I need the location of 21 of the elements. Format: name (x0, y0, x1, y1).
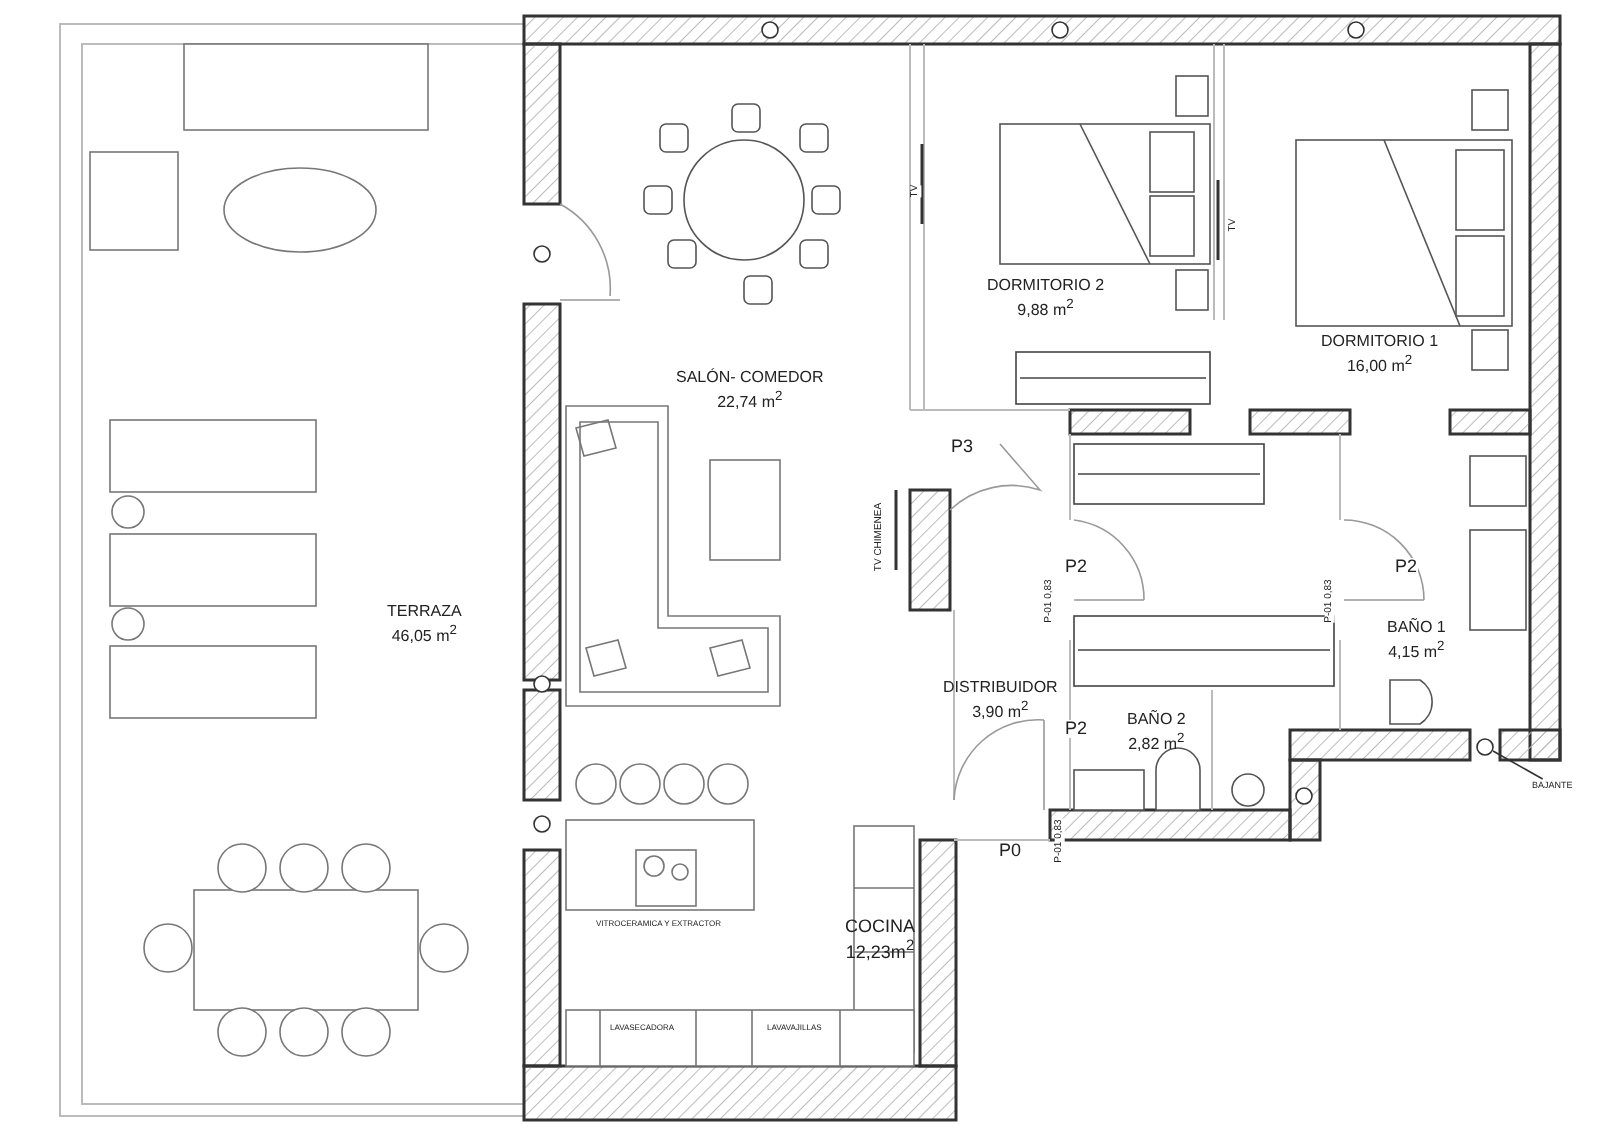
room-area: 9,88 m$^{2}$ (987, 295, 1105, 320)
room-name: COCINA (845, 915, 916, 937)
room-name: DORMITORIO 1 (1321, 332, 1439, 352)
door-label: P2 (1395, 557, 1418, 575)
room-area: 4,15 m$^{2}$ (1387, 637, 1446, 662)
door-label: P2 (1065, 557, 1088, 575)
room-area: 46,05 m$^{2}$ (387, 621, 462, 646)
room-name: DISTRIBUIDOR (943, 678, 1058, 698)
room-area: 12,23m$^{2}$ (845, 936, 916, 965)
room-area: 2,82 m$^{2}$ (1127, 729, 1186, 754)
room-area: 16,00 m$^{2}$ (1321, 351, 1439, 376)
room-name: BAÑO 2 (1127, 710, 1186, 730)
room-name: SALÓN- COMEDOR (676, 368, 824, 388)
room-name: TERRAZA (387, 602, 462, 622)
room-area: 22,74 m$^{2}$ (676, 387, 824, 412)
room-name: BAÑO 1 (1387, 618, 1446, 638)
room-name: DORMITORIO 2 (987, 276, 1105, 296)
room-area: 3,90 m$^{2}$ (943, 697, 1058, 722)
door-label: P0 (999, 841, 1022, 859)
door-label: P2 (1065, 719, 1088, 737)
door-label: P3 (951, 437, 974, 455)
